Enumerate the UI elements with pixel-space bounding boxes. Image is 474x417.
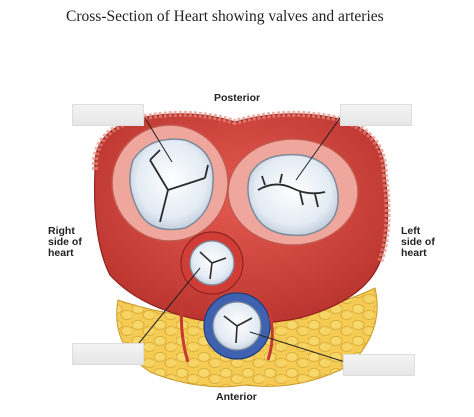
coronary-vessel-left <box>179 289 190 363</box>
tricuspid-commissures <box>149 149 209 223</box>
anterior-label: Anterior <box>216 391 257 403</box>
leader-line-top-right <box>295 117 341 181</box>
myocardium-rim <box>91 110 391 264</box>
label-box-top-right[interactable] <box>340 104 412 126</box>
leader-line-bottom-left <box>134 267 201 349</box>
leader-line-bottom-right <box>249 331 346 363</box>
diagram-title: Cross-Section of Heart showing valves an… <box>66 8 384 25</box>
label-box-top-left[interactable] <box>72 104 144 126</box>
label-box-bottom-right[interactable] <box>343 354 415 376</box>
tricuspid-valve <box>129 138 214 231</box>
leader-line-top-left <box>144 117 173 163</box>
coronary-vessel-right <box>263 299 274 361</box>
mitral-commissure <box>257 173 326 208</box>
aortic-cusps <box>199 251 227 280</box>
left-side-label: Left side of heart <box>401 225 435 259</box>
right-side-label: Right side of heart <box>48 225 82 259</box>
posterior-label: Posterior <box>214 92 261 104</box>
label-box-bottom-left[interactable] <box>72 343 144 365</box>
pulmonary-cusps <box>223 315 253 344</box>
mitral-valve <box>247 153 339 237</box>
